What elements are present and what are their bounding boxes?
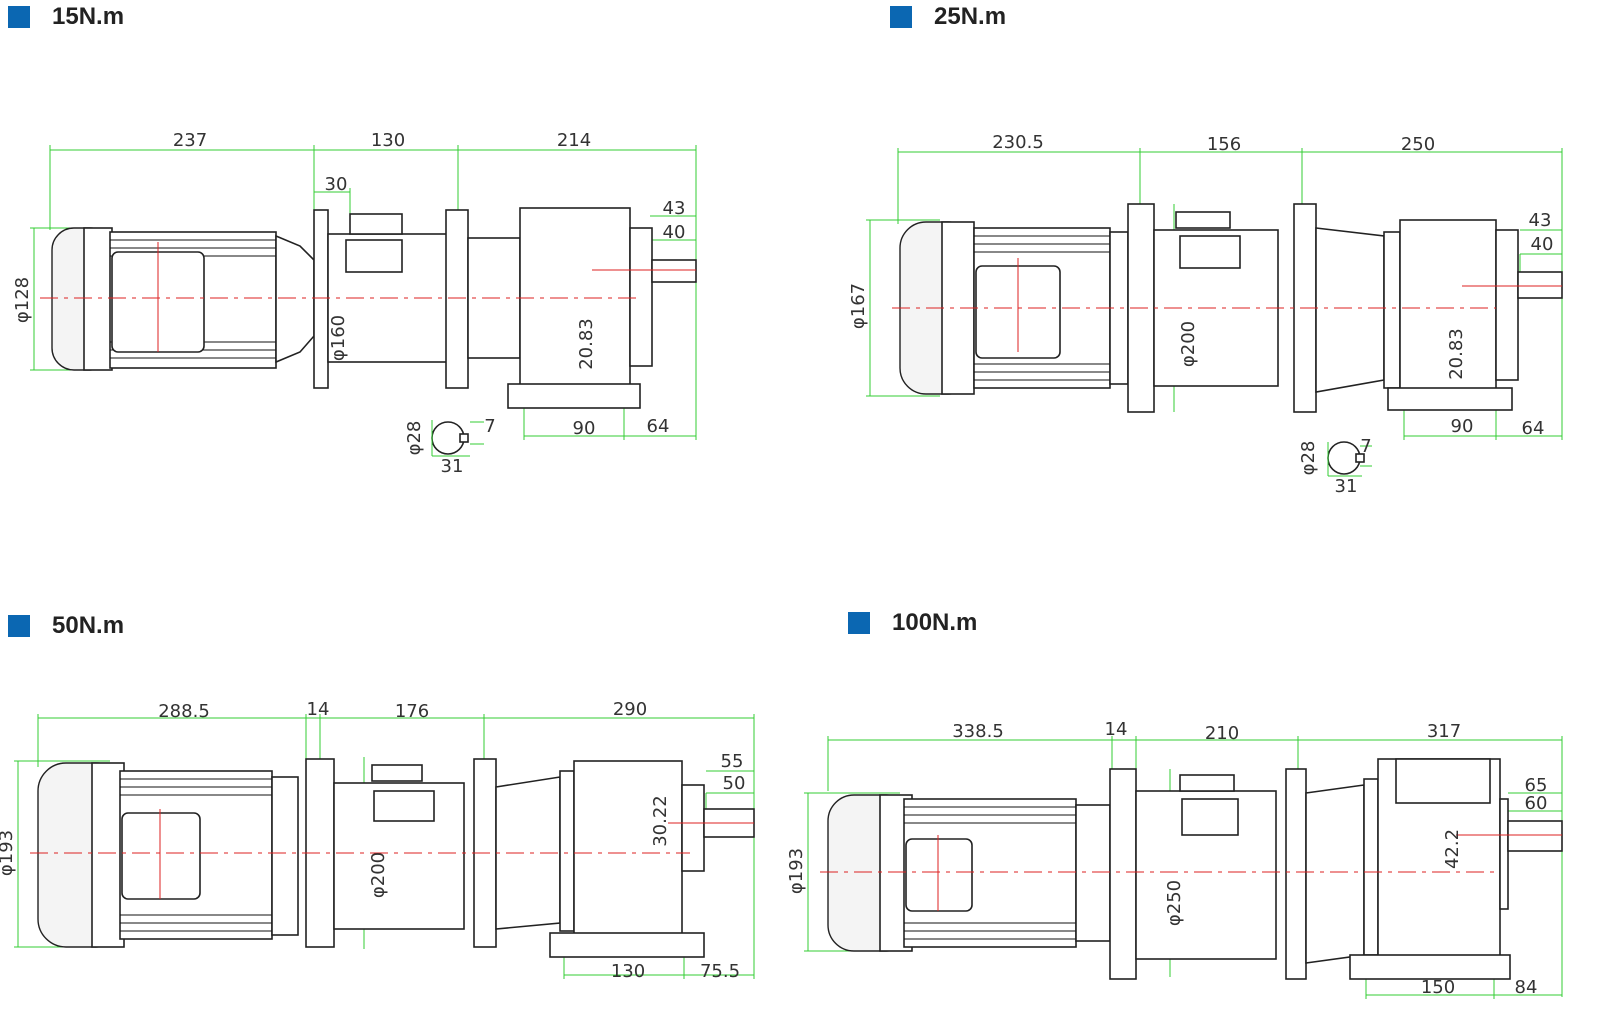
dim-gear-length: 250	[1401, 134, 1435, 155]
dim-center-height: 20.83	[576, 318, 597, 370]
dim-motor-length: 230.5	[992, 132, 1044, 153]
dim-key-length: 60	[1525, 793, 1548, 814]
dim-flange-diameter: φ160	[328, 315, 349, 361]
dim-key-height: 31	[441, 456, 464, 477]
dim-motor-length: 237	[173, 130, 207, 151]
panel-header: 25N.m	[890, 3, 1006, 31]
dim-shaft-length: 43	[1529, 210, 1552, 231]
motor-drawing: 338.5 14 210 317 65 60 φ193 φ250 42.2 15…	[786, 719, 1563, 999]
dim-motor-diameter: φ193	[786, 848, 807, 894]
dim-foot-end: 64	[1522, 418, 1545, 439]
dim-shaft-diameter: φ28	[1298, 441, 1319, 476]
dim-flange-length: 210	[1205, 723, 1239, 744]
dim-key-height: 31	[1335, 476, 1358, 497]
dim-foot-span: 130	[611, 961, 645, 982]
dim-foot-span: 90	[1451, 416, 1474, 437]
dim-key-width: 7	[1360, 436, 1371, 457]
dim-flange-thickness: 30	[325, 174, 348, 195]
dim-key-length: 40	[663, 222, 686, 243]
dim-center-height: 30.22	[650, 795, 671, 847]
dim-center-height: 20.83	[1446, 328, 1467, 380]
motor-drawing: 288.5 14 176 290 55 50 φ193 φ200 30.22 1…	[0, 699, 755, 982]
dim-foot-end: 75.5	[700, 961, 740, 982]
dim-flange-diameter: φ200	[368, 852, 389, 898]
dim-flange-diameter: φ200	[1178, 321, 1199, 367]
section-marker-icon	[848, 612, 870, 634]
dim-center-height: 42.2	[1442, 829, 1463, 869]
dim-gear-length: 290	[613, 699, 647, 720]
section-marker-icon	[8, 615, 30, 637]
panel-header: 15N.m	[8, 3, 124, 31]
dim-motor-length: 288.5	[158, 701, 210, 722]
drawing-panel-25nm: 25N.m	[800, 0, 1600, 509]
section-marker-icon	[890, 6, 912, 28]
dim-motor-diameter: φ128	[12, 277, 33, 323]
dim-gap: 14	[1105, 719, 1128, 740]
dim-motor-length: 338.5	[952, 721, 1004, 742]
drawing-panel-50nm: 50N.m	[0, 509, 800, 1018]
section-marker-icon	[8, 6, 30, 28]
motor-drawing: 230.5 156 250 43 40 φ167 φ200 20.83 90 6…	[848, 132, 1563, 497]
panel-header: 50N.m	[8, 612, 124, 640]
dim-motor-diameter: φ193	[0, 830, 17, 876]
panel-title: 15N.m	[52, 3, 125, 30]
drawing-panel-15nm: 15N.m	[0, 0, 800, 509]
dim-flange-diameter: φ250	[1164, 880, 1185, 926]
dim-key-length: 50	[723, 773, 746, 794]
dim-shaft-diameter: φ28	[404, 421, 425, 456]
dim-foot-span: 150	[1421, 977, 1455, 998]
dim-flange-length: 130	[371, 130, 405, 151]
motor-drawing: 237 130 214 30 43 40 φ128 φ160 20.83 90 …	[12, 130, 697, 477]
dim-flange-length: 156	[1207, 134, 1241, 155]
dim-key-width: 7	[484, 416, 495, 437]
dim-gap: 14	[307, 699, 330, 720]
dim-shaft-length: 65	[1525, 775, 1548, 796]
dim-flange-length: 176	[395, 701, 429, 722]
dim-foot-span: 90	[573, 418, 596, 439]
dim-gear-length: 214	[557, 130, 591, 151]
panel-title: 50N.m	[52, 612, 125, 639]
dim-foot-end: 84	[1515, 977, 1538, 998]
panel-title: 100N.m	[892, 609, 978, 636]
dim-shaft-length: 55	[721, 751, 744, 772]
dim-motor-diameter: φ167	[848, 283, 869, 329]
dim-foot-end: 64	[647, 416, 670, 437]
dim-key-length: 40	[1531, 234, 1554, 255]
dim-shaft-length: 43	[663, 198, 686, 219]
panel-header: 100N.m	[848, 609, 977, 637]
dim-gear-length: 317	[1427, 721, 1461, 742]
panel-title: 25N.m	[934, 3, 1007, 30]
drawing-panel-100nm: 100N.m	[786, 509, 1600, 1018]
